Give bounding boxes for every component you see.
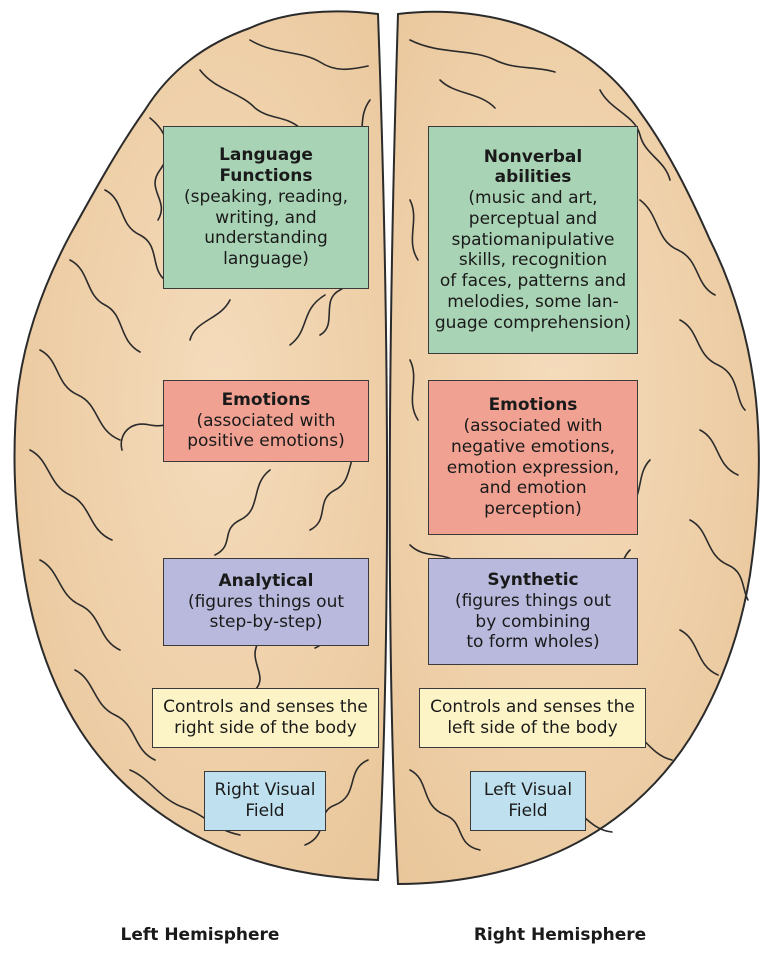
left-body-control-text: Controls and senses the right side of th… — [163, 697, 368, 738]
right-emotions-body: (associated with negative emotions, emot… — [446, 416, 620, 519]
left-emotions-body: (associated with positive emotions) — [187, 410, 345, 452]
right-hemisphere-caption: Right Hemisphere — [473, 925, 647, 945]
left-visual-field-text: Left Visual Field — [483, 780, 573, 821]
nonverbal-abilities-body: (music and art, perceptual and spatioman… — [434, 188, 632, 333]
left-emotions-box: Emotions (associated with positive emoti… — [163, 380, 369, 462]
language-functions-title: Language Functions — [219, 145, 313, 187]
synthetic-box: Synthetic (figures things out by combini… — [428, 558, 638, 665]
left-emotions-title: Emotions — [221, 389, 311, 410]
language-functions-box: Language Functions (speaking, reading, w… — [163, 126, 369, 289]
right-visual-field-box: Right Visual Field — [204, 771, 326, 831]
left-visual-field-box: Left Visual Field — [470, 771, 586, 831]
right-body-control-text: Controls and senses the left side of the… — [430, 697, 635, 738]
left-hemisphere-caption: Left Hemisphere — [120, 925, 280, 945]
right-emotions-title: Emotions — [488, 395, 578, 416]
left-body-control-box: Controls and senses the right side of th… — [152, 688, 379, 748]
nonverbal-abilities-box: Nonverbal abilities (music and art, perc… — [428, 126, 638, 354]
nonverbal-abilities-title: Nonverbal abilities — [483, 146, 583, 188]
right-body-control-box: Controls and senses the left side of the… — [419, 688, 646, 748]
language-functions-body: (speaking, reading, writing, and underst… — [183, 186, 349, 269]
synthetic-title: Synthetic — [487, 570, 579, 591]
analytical-box: Analytical (figures things out step-by-s… — [163, 558, 369, 646]
right-visual-field-text: Right Visual Field — [214, 780, 316, 821]
analytical-title: Analytical — [218, 570, 314, 591]
brain-illustration — [13, 10, 760, 886]
analytical-body: (figures things out step-by-step) — [187, 591, 345, 633]
right-emotions-box: Emotions (associated with negative emoti… — [428, 380, 638, 535]
synthetic-body: (figures things out by combining to form… — [454, 590, 612, 653]
